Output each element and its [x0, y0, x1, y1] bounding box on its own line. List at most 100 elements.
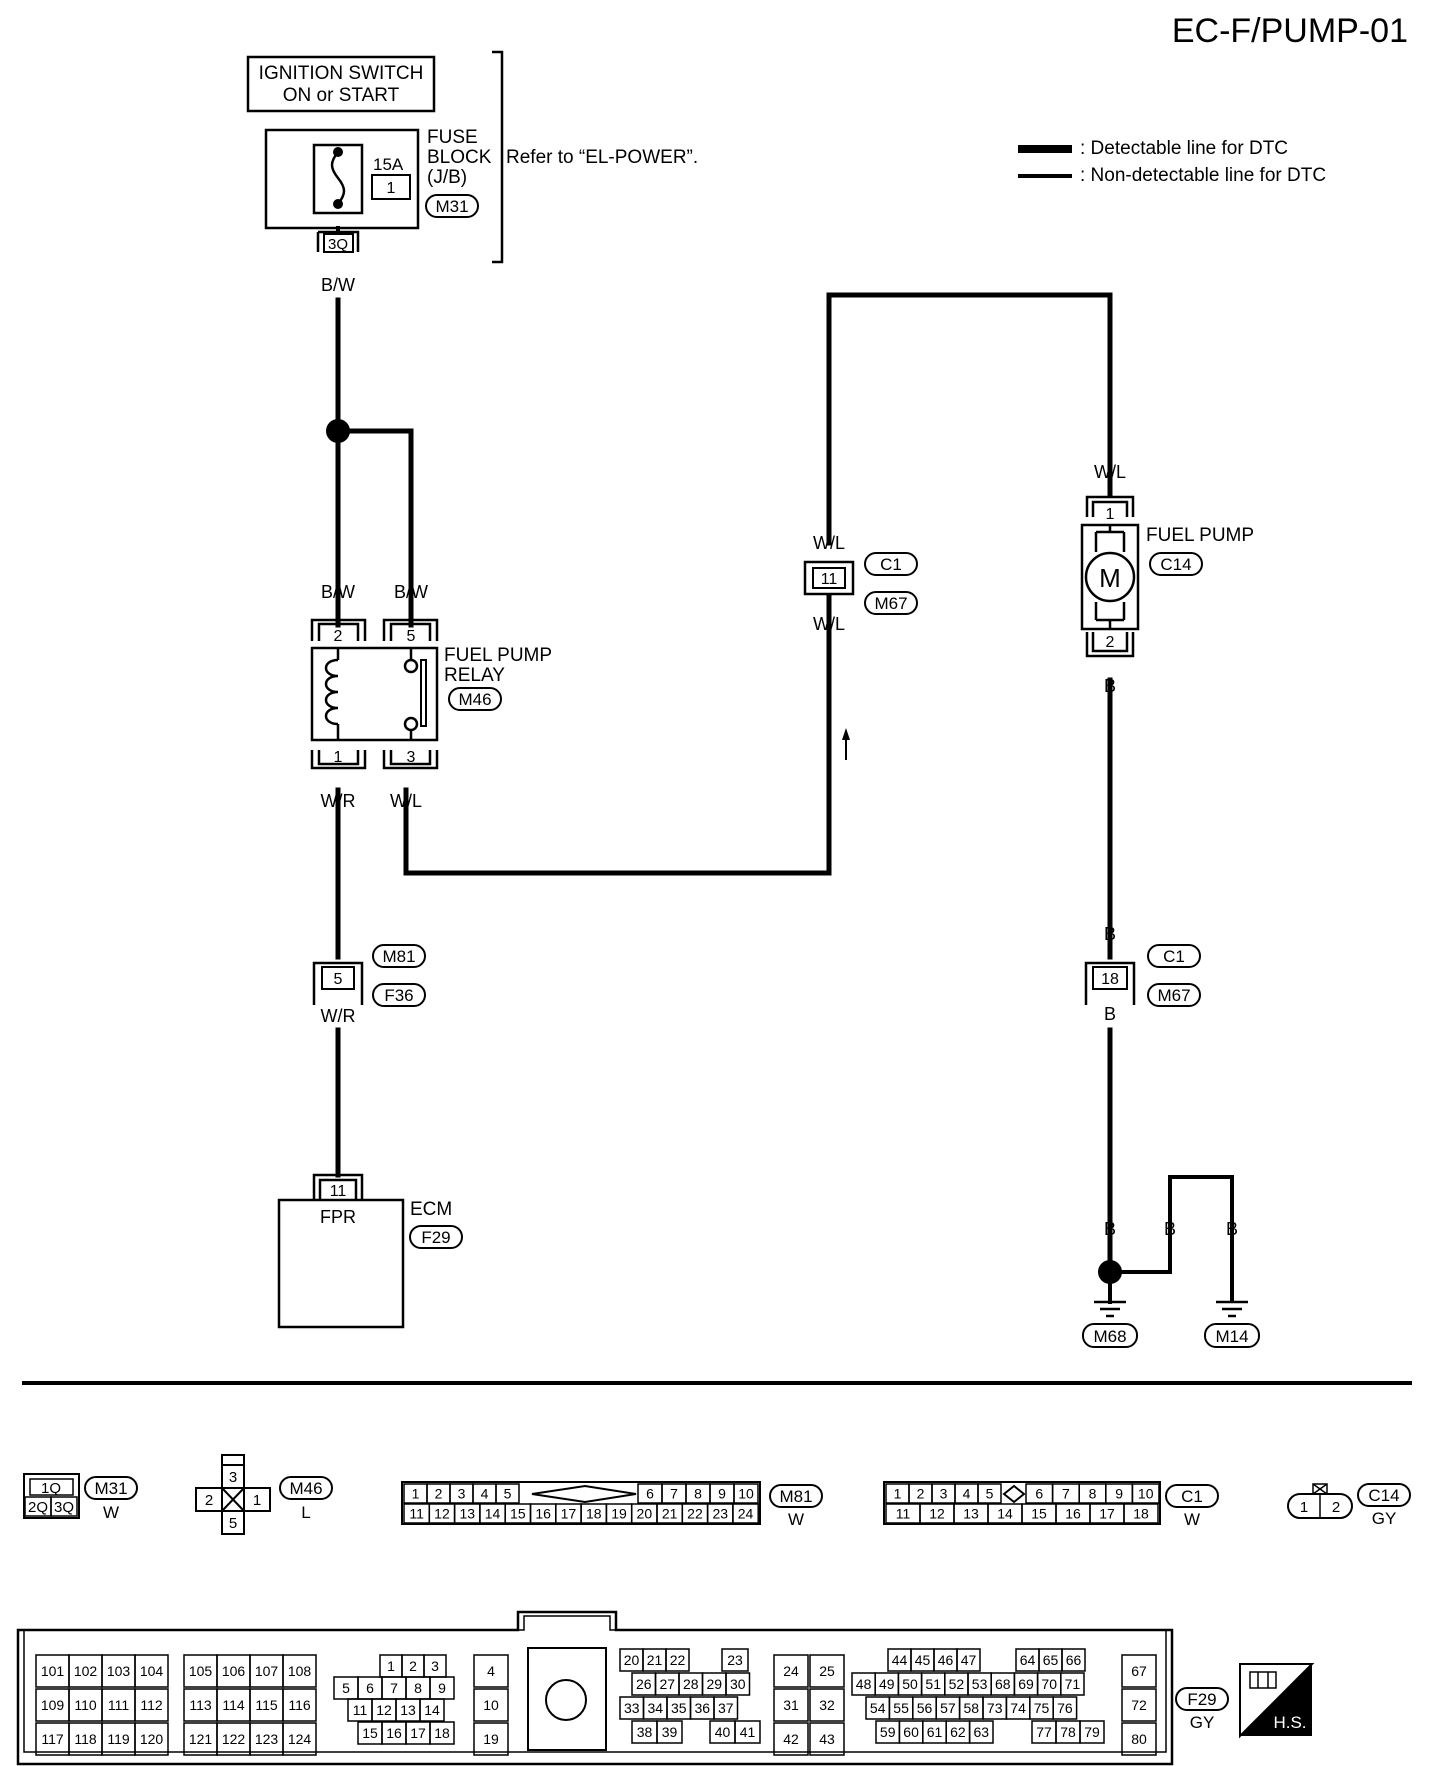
- pin-label: 5: [342, 1680, 350, 1696]
- pin-label: 18: [586, 1506, 602, 1522]
- pin-cell: [732, 1503, 759, 1524]
- pin-label: 2: [435, 1486, 443, 1502]
- pin-cell: [419, 1698, 445, 1722]
- fuse-block: 15A 1 FUSE BLOCK (J/B) M31 3Q: [264, 127, 492, 253]
- pin-label: 104: [140, 1663, 164, 1679]
- svg-text:BLOCK: BLOCK: [427, 147, 492, 168]
- pin-label: 16: [386, 1725, 402, 1741]
- pin-label: 112: [140, 1697, 163, 1713]
- pin-label: 20: [637, 1506, 653, 1522]
- svg-text:5: 5: [229, 1515, 237, 1532]
- pin-label: 5: [504, 1486, 512, 1502]
- svg-text:1: 1: [1300, 1499, 1308, 1516]
- pin-label: 14: [997, 1506, 1013, 1522]
- svg-text:F29: F29: [1187, 1690, 1216, 1709]
- svg-text:1: 1: [387, 180, 396, 197]
- pin-label: 34: [647, 1700, 663, 1716]
- pin-label: 44: [892, 1652, 908, 1668]
- pin-label: 64: [1020, 1652, 1036, 1668]
- pin-label: 4: [481, 1486, 489, 1502]
- pin-cell: [1079, 1720, 1105, 1744]
- svg-text:B: B: [1164, 1219, 1176, 1239]
- svg-text:M67: M67: [1157, 986, 1190, 1005]
- pin-label: 26: [636, 1676, 652, 1692]
- pin-label: 47: [961, 1652, 977, 1668]
- pin-label: 102: [74, 1663, 98, 1679]
- pin-label: 36: [694, 1700, 710, 1716]
- pin-cell: [1121, 1688, 1157, 1722]
- svg-text:W/R: W/R: [321, 791, 356, 811]
- pin-label: 53: [972, 1676, 988, 1692]
- pin-label: 48: [856, 1676, 872, 1692]
- pin-label: 122: [222, 1731, 246, 1747]
- joint-c1-m67-18: 18 C1 M67: [1084, 944, 1201, 1007]
- svg-text:2: 2: [205, 1492, 213, 1509]
- pin-cell: [809, 1688, 845, 1722]
- ground-icon-m68: M68: [1082, 1300, 1138, 1348]
- pin-label: 13: [963, 1506, 979, 1522]
- pin-label: 1: [894, 1486, 902, 1502]
- svg-text:3Q: 3Q: [328, 236, 348, 253]
- svg-text:1: 1: [334, 749, 343, 766]
- pin-label: 2: [409, 1658, 417, 1674]
- pin-cell: [665, 1648, 690, 1672]
- pin-label: 50: [902, 1676, 918, 1692]
- pin-label: 18: [1133, 1506, 1149, 1522]
- pin-cell: [282, 1688, 317, 1722]
- pin-label: 6: [646, 1486, 654, 1502]
- pin-label: 80: [1131, 1731, 1147, 1747]
- pin-label: 23: [712, 1506, 728, 1522]
- splice-dot-1: [326, 419, 350, 443]
- pin-cell: [473, 1654, 509, 1688]
- svg-text:W: W: [1184, 1510, 1200, 1529]
- svg-text:B: B: [1104, 1004, 1116, 1024]
- svg-text:2: 2: [1106, 634, 1115, 651]
- svg-text:15A: 15A: [373, 155, 404, 174]
- pin-cell: [134, 1654, 169, 1688]
- pin-label: 3: [431, 1658, 439, 1674]
- svg-text:B: B: [1104, 676, 1116, 696]
- pin-cell: [473, 1688, 509, 1722]
- svg-text:1: 1: [253, 1492, 261, 1509]
- svg-text:1: 1: [1106, 506, 1115, 523]
- pin-cell: [734, 1720, 761, 1744]
- svg-text:F36: F36: [384, 986, 413, 1005]
- ecm: 11 FPR ECM F29: [277, 1173, 463, 1329]
- pin-cell: [809, 1654, 845, 1688]
- svg-text:M46: M46: [289, 1479, 322, 1498]
- pin-cell: [1052, 1696, 1078, 1720]
- pin-label: 121: [189, 1731, 213, 1747]
- pin-label: 7: [390, 1680, 398, 1696]
- pin-label: 6: [366, 1680, 374, 1696]
- svg-text:B: B: [1104, 924, 1116, 944]
- pin-label: 66: [1066, 1652, 1082, 1668]
- pin-label: 35: [671, 1700, 687, 1716]
- pin-label: 21: [662, 1506, 678, 1522]
- svg-text:C1: C1: [1163, 947, 1185, 966]
- pin-label: 56: [917, 1700, 933, 1716]
- svg-text:B/W: B/W: [394, 582, 428, 602]
- pin-label: 7: [1062, 1486, 1070, 1502]
- svg-text:3: 3: [407, 749, 416, 766]
- pin-label: 3: [940, 1486, 948, 1502]
- svg-text:3Q: 3Q: [54, 1499, 74, 1516]
- pin-label: 12: [434, 1506, 450, 1522]
- svg-text:M14: M14: [1215, 1327, 1248, 1346]
- svg-text:GY: GY: [1190, 1713, 1215, 1732]
- pin-label: 15: [510, 1506, 526, 1522]
- pin-label: 14: [424, 1702, 440, 1718]
- pin-label: 42: [783, 1731, 799, 1747]
- pin-label: 117: [41, 1731, 64, 1747]
- pin-label: 33: [624, 1700, 640, 1716]
- svg-text:2: 2: [334, 628, 343, 645]
- pin-label: 9: [1115, 1486, 1123, 1502]
- pin-label: 40: [715, 1724, 731, 1740]
- pin-label: 13: [400, 1702, 416, 1718]
- svg-text:2Q: 2Q: [28, 1499, 48, 1516]
- svg-text:(J/B): (J/B): [427, 167, 467, 188]
- ecm-connector: F29: [421, 1228, 450, 1247]
- legend-detectable: : Detectable line for DTC: [1080, 138, 1288, 159]
- pin-cell: [725, 1672, 751, 1696]
